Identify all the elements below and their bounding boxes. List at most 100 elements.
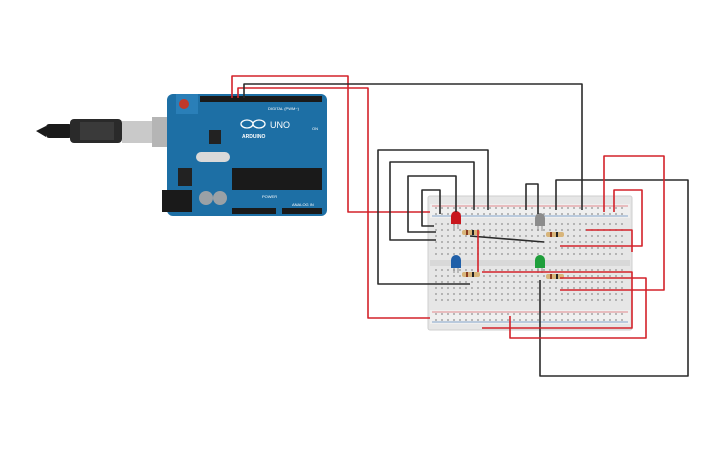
breadboard-hole[interactable] <box>615 235 617 237</box>
breadboard-hole[interactable] <box>597 275 599 277</box>
breadboard-hole[interactable] <box>483 241 485 243</box>
breadboard-hole[interactable] <box>513 313 515 315</box>
breadboard-hole[interactable] <box>519 253 521 255</box>
breadboard-hole[interactable] <box>549 223 551 225</box>
breadboard-hole[interactable] <box>597 287 599 289</box>
breadboard-hole[interactable] <box>543 253 545 255</box>
breadboard-hole[interactable] <box>495 229 497 231</box>
breadboard-hole[interactable] <box>579 213 581 215</box>
breadboard-hole[interactable] <box>501 313 503 315</box>
breadboard-hole[interactable] <box>447 207 449 209</box>
breadboard-hole[interactable] <box>435 313 437 315</box>
breadboard-hole[interactable] <box>561 253 563 255</box>
breadboard-hole[interactable] <box>483 223 485 225</box>
wire[interactable] <box>525 183 539 214</box>
breadboard-hole[interactable] <box>561 281 563 283</box>
breadboard-hole[interactable] <box>459 253 461 255</box>
breadboard-hole[interactable] <box>573 319 575 321</box>
breadboard-hole[interactable] <box>585 313 587 315</box>
breadboard-hole[interactable] <box>579 275 581 277</box>
breadboard-hole[interactable] <box>525 241 527 243</box>
breadboard-hole[interactable] <box>453 235 455 237</box>
breadboard-hole[interactable] <box>555 287 557 289</box>
breadboard-hole[interactable] <box>447 247 449 249</box>
breadboard-hole[interactable] <box>543 235 545 237</box>
breadboard-hole[interactable] <box>597 293 599 295</box>
breadboard-hole[interactable] <box>441 299 443 301</box>
breadboard-hole[interactable] <box>435 229 437 231</box>
breadboard-hole[interactable] <box>501 247 503 249</box>
breadboard-hole[interactable] <box>495 269 497 271</box>
breadboard-hole[interactable] <box>519 319 521 321</box>
breadboard-hole[interactable] <box>537 293 539 295</box>
breadboard-hole[interactable] <box>555 241 557 243</box>
wire[interactable] <box>560 189 643 247</box>
breadboard-hole[interactable] <box>615 241 617 243</box>
breadboard-hole[interactable] <box>435 299 437 301</box>
breadboard-hole[interactable] <box>531 287 533 289</box>
breadboard-hole[interactable] <box>579 299 581 301</box>
breadboard-hole[interactable] <box>597 223 599 225</box>
breadboard-hole[interactable] <box>609 287 611 289</box>
breadboard-hole[interactable] <box>465 299 467 301</box>
breadboard-hole[interactable] <box>621 247 623 249</box>
breadboard-hole[interactable] <box>435 319 437 321</box>
breadboard-hole[interactable] <box>489 299 491 301</box>
breadboard-hole[interactable] <box>441 293 443 295</box>
breadboard-hole[interactable] <box>549 299 551 301</box>
breadboard-hole[interactable] <box>489 287 491 289</box>
breadboard-hole[interactable] <box>591 287 593 289</box>
breadboard-hole[interactable] <box>621 281 623 283</box>
breadboard-hole[interactable] <box>525 281 527 283</box>
breadboard-hole[interactable] <box>477 313 479 315</box>
breadboard-hole[interactable] <box>459 235 461 237</box>
breadboard-hole[interactable] <box>603 287 605 289</box>
breadboard-hole[interactable] <box>549 293 551 295</box>
wire[interactable] <box>421 189 441 227</box>
breadboard-hole[interactable] <box>483 293 485 295</box>
breadboard-hole[interactable] <box>579 287 581 289</box>
resistor[interactable] <box>546 274 564 279</box>
breadboard-hole[interactable] <box>519 223 521 225</box>
breadboard-hole[interactable] <box>507 287 509 289</box>
breadboard-hole[interactable] <box>465 235 467 237</box>
breadboard-hole[interactable] <box>465 269 467 271</box>
breadboard-hole[interactable] <box>465 207 467 209</box>
breadboard-hole[interactable] <box>519 313 521 315</box>
breadboard-hole[interactable] <box>549 229 551 231</box>
breadboard-hole[interactable] <box>453 319 455 321</box>
breadboard-hole[interactable] <box>543 313 545 315</box>
breadboard-hole[interactable] <box>513 241 515 243</box>
breadboard-hole[interactable] <box>471 223 473 225</box>
breadboard-hole[interactable] <box>513 293 515 295</box>
breadboard-hole[interactable] <box>495 319 497 321</box>
breadboard-hole[interactable] <box>519 299 521 301</box>
breadboard-hole[interactable] <box>507 247 509 249</box>
breadboard-hole[interactable] <box>597 207 599 209</box>
breadboard-hole[interactable] <box>483 275 485 277</box>
breadboard-hole[interactable] <box>507 281 509 283</box>
wire[interactable] <box>389 161 475 241</box>
led-gray[interactable] <box>535 213 545 231</box>
breadboard-hole[interactable] <box>567 241 569 243</box>
breadboard-hole[interactable] <box>435 275 437 277</box>
breadboard-hole[interactable] <box>603 269 605 271</box>
breadboard-hole[interactable] <box>531 213 533 215</box>
breadboard-hole[interactable] <box>513 247 515 249</box>
breadboard-hole[interactable] <box>585 213 587 215</box>
breadboard-hole[interactable] <box>531 319 533 321</box>
breadboard-hole[interactable] <box>513 207 515 209</box>
breadboard-hole[interactable] <box>621 313 623 315</box>
breadboard-hole[interactable] <box>609 269 611 271</box>
breadboard-hole[interactable] <box>489 281 491 283</box>
breadboard-hole[interactable] <box>573 229 575 231</box>
breadboard-hole[interactable] <box>501 207 503 209</box>
breadboard-hole[interactable] <box>495 241 497 243</box>
breadboard-hole[interactable] <box>441 247 443 249</box>
breadboard-hole[interactable] <box>585 235 587 237</box>
breadboard-hole[interactable] <box>531 229 533 231</box>
breadboard-hole[interactable] <box>459 229 461 231</box>
breadboard-hole[interactable] <box>567 299 569 301</box>
breadboard-hole[interactable] <box>567 247 569 249</box>
breadboard-hole[interactable] <box>453 313 455 315</box>
